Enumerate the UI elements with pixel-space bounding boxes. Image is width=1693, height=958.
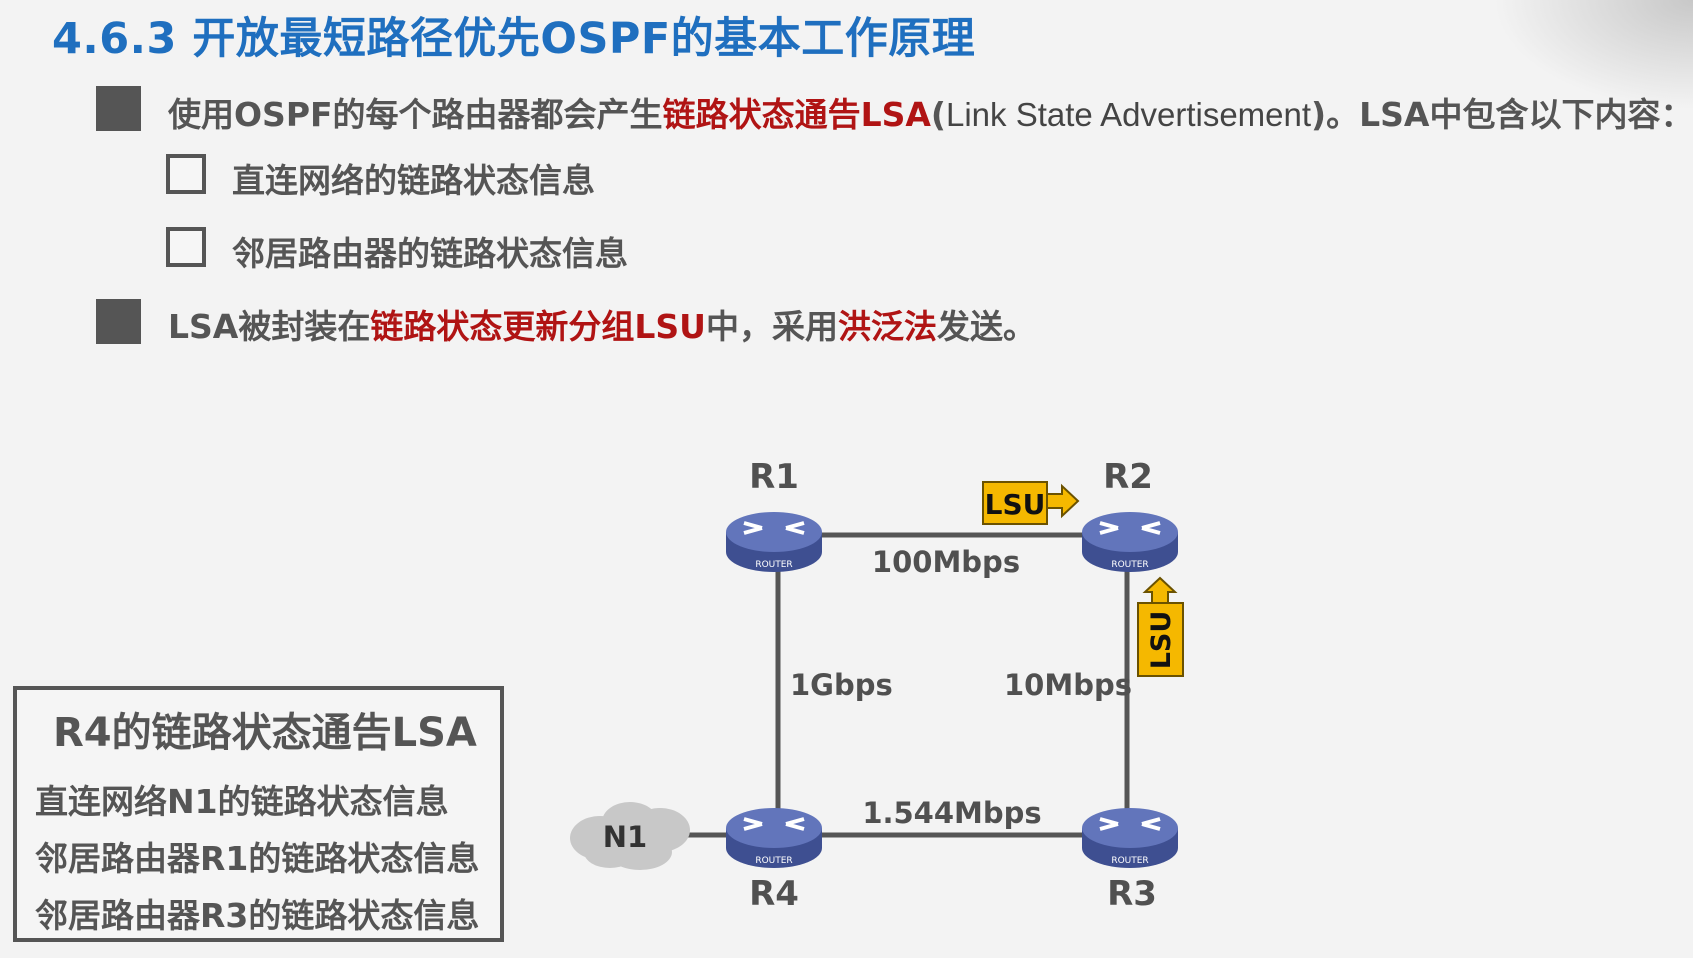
bullet-2-part-1: LSA被封装在	[168, 307, 371, 346]
cloud-icon: N1	[570, 802, 690, 870]
bullet-2-part-5: 发送。	[936, 307, 1036, 346]
lsa-box: R4的链路状态通告LSA 直连网络N1的链路状态信息 邻居路由器R1的链路状态信…	[13, 686, 504, 942]
sub-bullet-square	[166, 154, 206, 194]
lsu-tag-right: LSU	[982, 481, 1080, 525]
lsa-box-item: 邻居路由器R3的链路状态信息	[35, 896, 480, 935]
lsu-label-right: LSU	[985, 488, 1046, 521]
router-r2-icon: ROUTER	[1082, 512, 1178, 572]
router-label-r4: R4	[749, 874, 799, 914]
lsu-tag-up: LSU	[1137, 576, 1184, 677]
sub-bullet-square	[166, 227, 206, 267]
router-label-r2: R2	[1103, 457, 1153, 497]
router-r1-icon: ROUTER	[726, 512, 822, 572]
router-r4-icon-text: ROUTER	[755, 856, 792, 866]
lsu-label-up: LSU	[1146, 611, 1177, 670]
link-label-r1-r4: 1Gbps	[790, 668, 893, 702]
network-label-n1: N1	[603, 820, 647, 854]
bullet-square	[96, 299, 141, 344]
lsa-box-item: 直连网络N1的链路状态信息	[35, 782, 449, 821]
bullet-2-text: LSA被封装在链路状态更新分组LSU中，采用洪泛法发送。	[168, 300, 1036, 348]
router-r3-icon-text: ROUTER	[1111, 856, 1148, 866]
bullet-1-text: 使用OSPF的每个路由器都会产生链路状态通告LSA(Link State Adv…	[168, 88, 1693, 136]
link-label-r2-r3: 10Mbps	[1004, 668, 1132, 702]
bullet-1-part-3: (	[930, 95, 946, 134]
bullet-1-part-1: 使用OSPF的每个路由器都会产生	[168, 95, 663, 134]
bullet-1-part-5: )。LSA中包含以下内容：	[1311, 95, 1693, 134]
router-r4-icon: ROUTER	[726, 808, 822, 868]
router-label-r3: R3	[1107, 874, 1157, 914]
bullet-2-part-2: 链路状态更新分组LSU	[370, 307, 706, 346]
link-label-r4-r3: 1.544Mbps	[862, 796, 1041, 830]
lsa-box-item: 邻居路由器R1的链路状态信息	[35, 839, 480, 878]
router-label-r1: R1	[749, 457, 799, 497]
sub-item-2: 邻居路由器的链路状态信息	[232, 234, 628, 273]
router-r2-icon-text: ROUTER	[1111, 560, 1148, 570]
lsa-box-title: R4的链路状态通告LSA	[53, 710, 477, 756]
bullet-2-part-4: 洪泛法	[837, 307, 937, 346]
bullet-1-part-4: Link State Advertisement	[946, 96, 1312, 133]
page-title: 4.6.3 开放最短路径优先OSPF的基本工作原理	[52, 14, 976, 64]
bullet-square	[96, 86, 141, 131]
bullet-1-part-2: 链路状态通告LSA	[662, 95, 931, 134]
corner-shadow	[1493, 0, 1693, 110]
bullet-2-part-3: 中，采用	[705, 307, 838, 346]
link-label-r1-r2: 100Mbps	[872, 545, 1020, 579]
router-r3-icon: ROUTER	[1082, 808, 1178, 868]
sub-item-1: 直连网络的链路状态信息	[232, 161, 595, 200]
router-r1-icon-text: ROUTER	[755, 560, 792, 570]
